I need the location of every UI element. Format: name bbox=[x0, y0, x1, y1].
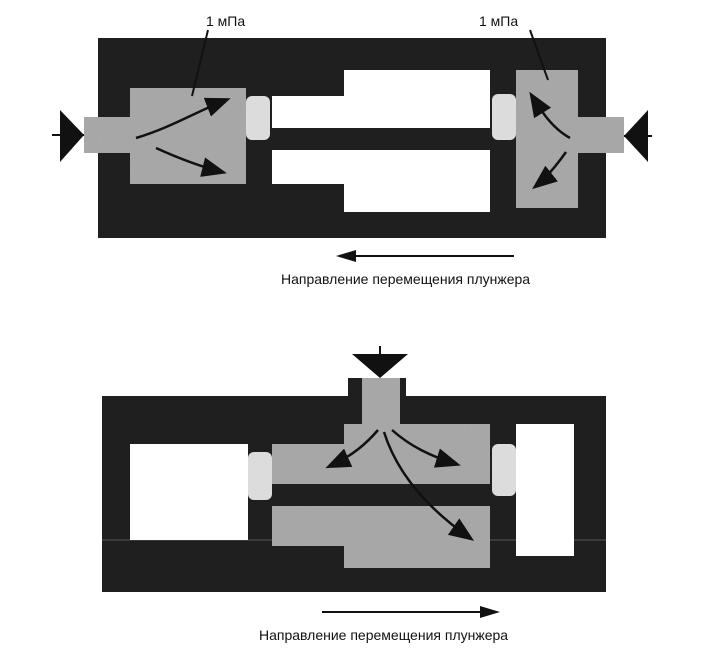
top-left-chamber bbox=[130, 88, 246, 184]
bottom-right-seal bbox=[492, 444, 516, 496]
bottom-direction-arrow-icon bbox=[322, 606, 500, 618]
top-right-flow-arrow-down bbox=[532, 151, 568, 190]
bottom-left-seal bbox=[248, 452, 272, 500]
bottom-left-cavity bbox=[130, 444, 248, 540]
bottom-flow-arrow-left bbox=[325, 429, 379, 469]
bottom-top-inlet-port bbox=[362, 378, 400, 426]
bottom-flow-arrow-right bbox=[391, 429, 461, 468]
bottom-flow-arrow-down bbox=[382, 431, 475, 541]
top-central-cavity bbox=[272, 70, 490, 212]
top-direction-caption: Направление перемещения плунжера bbox=[281, 271, 530, 287]
top-right-inlet-arrow-icon bbox=[624, 110, 652, 162]
bottom-inlet-arrow-icon bbox=[352, 346, 408, 378]
bottom-plunger-rod bbox=[272, 484, 494, 506]
bottom-direction-caption: Направление перемещения плунжера bbox=[259, 627, 508, 643]
top-left-inlet-arrow-icon bbox=[52, 110, 84, 162]
top-left-pressure-label: 1 мПа bbox=[206, 13, 245, 29]
top-left-seal bbox=[246, 96, 270, 140]
top-left-flow-arrow-up bbox=[135, 97, 231, 140]
top-left-pressure-leader bbox=[191, 29, 209, 97]
top-right-chamber bbox=[516, 70, 578, 208]
top-right-flow-arrow-up bbox=[529, 91, 571, 140]
bottom-valve-diagram: Направление перемещения плунжера bbox=[102, 346, 606, 643]
top-direction-arrow-icon bbox=[336, 250, 514, 262]
top-right-pressure-leader bbox=[529, 29, 549, 81]
top-valve-diagram: 1 мПа 1 мПа Направление перемещения плун… bbox=[52, 13, 652, 287]
bottom-right-cavity bbox=[516, 424, 574, 556]
top-left-flow-arrow-down bbox=[155, 146, 227, 177]
top-right-seal bbox=[492, 94, 516, 140]
top-right-pressure-label: 1 мПа bbox=[479, 13, 518, 29]
